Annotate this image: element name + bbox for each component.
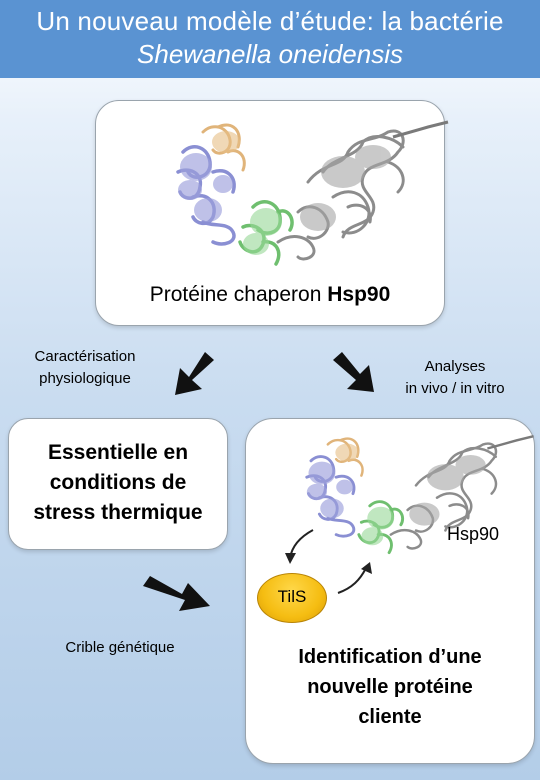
identification-text: Identification d’une nouvelle protéine c… [245,642,535,732]
analyses-label: Analyses in vivo / in vitro [380,356,530,400]
caption-prefix: Protéine chaperon [149,283,328,306]
hsp90-label: Hsp90 [447,524,500,544]
identification-line-3: cliente [358,706,422,728]
phenotype-line-2: conditions de [49,471,187,494]
title-line-2: Shewanella oneidensis [137,39,403,69]
characterisation-line-1: Caractérisation [34,348,136,365]
interaction-arrowhead-up [361,562,372,574]
identification-line-2: nouvelle protéine [307,676,473,698]
hsp90-protein-top [176,120,450,266]
interaction-arrowhead-down [285,553,296,564]
tils-label: TilS [277,587,307,606]
arrow-to-left-box [175,352,214,395]
characterisation-label: Caractérisation physiologique [10,346,160,390]
hsp90-caption: Protéine chaperon Hsp90 [95,283,445,307]
analyses-line-1: Analyses [424,358,486,375]
phenotype-box [8,418,228,550]
arrow-to-right-box [333,352,374,392]
title-line-1: Un nouveau modèle d’étude: la bactérie [36,6,504,36]
tils-ellipse: TilS [257,573,327,623]
crible-label: Crible génétique [65,639,175,656]
caption-hsp90: Hsp90 [327,283,391,306]
identification-line-1: Identification d’une [298,646,482,668]
phenotype-line-3: stress thermique [33,501,203,524]
characterisation-line-2: physiologique [39,370,131,387]
phenotype-text: Essentielle en conditions de stress ther… [8,438,228,528]
arrow-crible [143,576,210,611]
hsp90-protein-right [305,434,536,555]
title-band: Un nouveau modèle d’étude: la bactérie S… [0,0,540,78]
interaction-arrow-up [337,567,367,594]
phenotype-line-1: Essentielle en [47,441,189,464]
analyses-line-2: in vivo / in vitro [405,380,505,397]
